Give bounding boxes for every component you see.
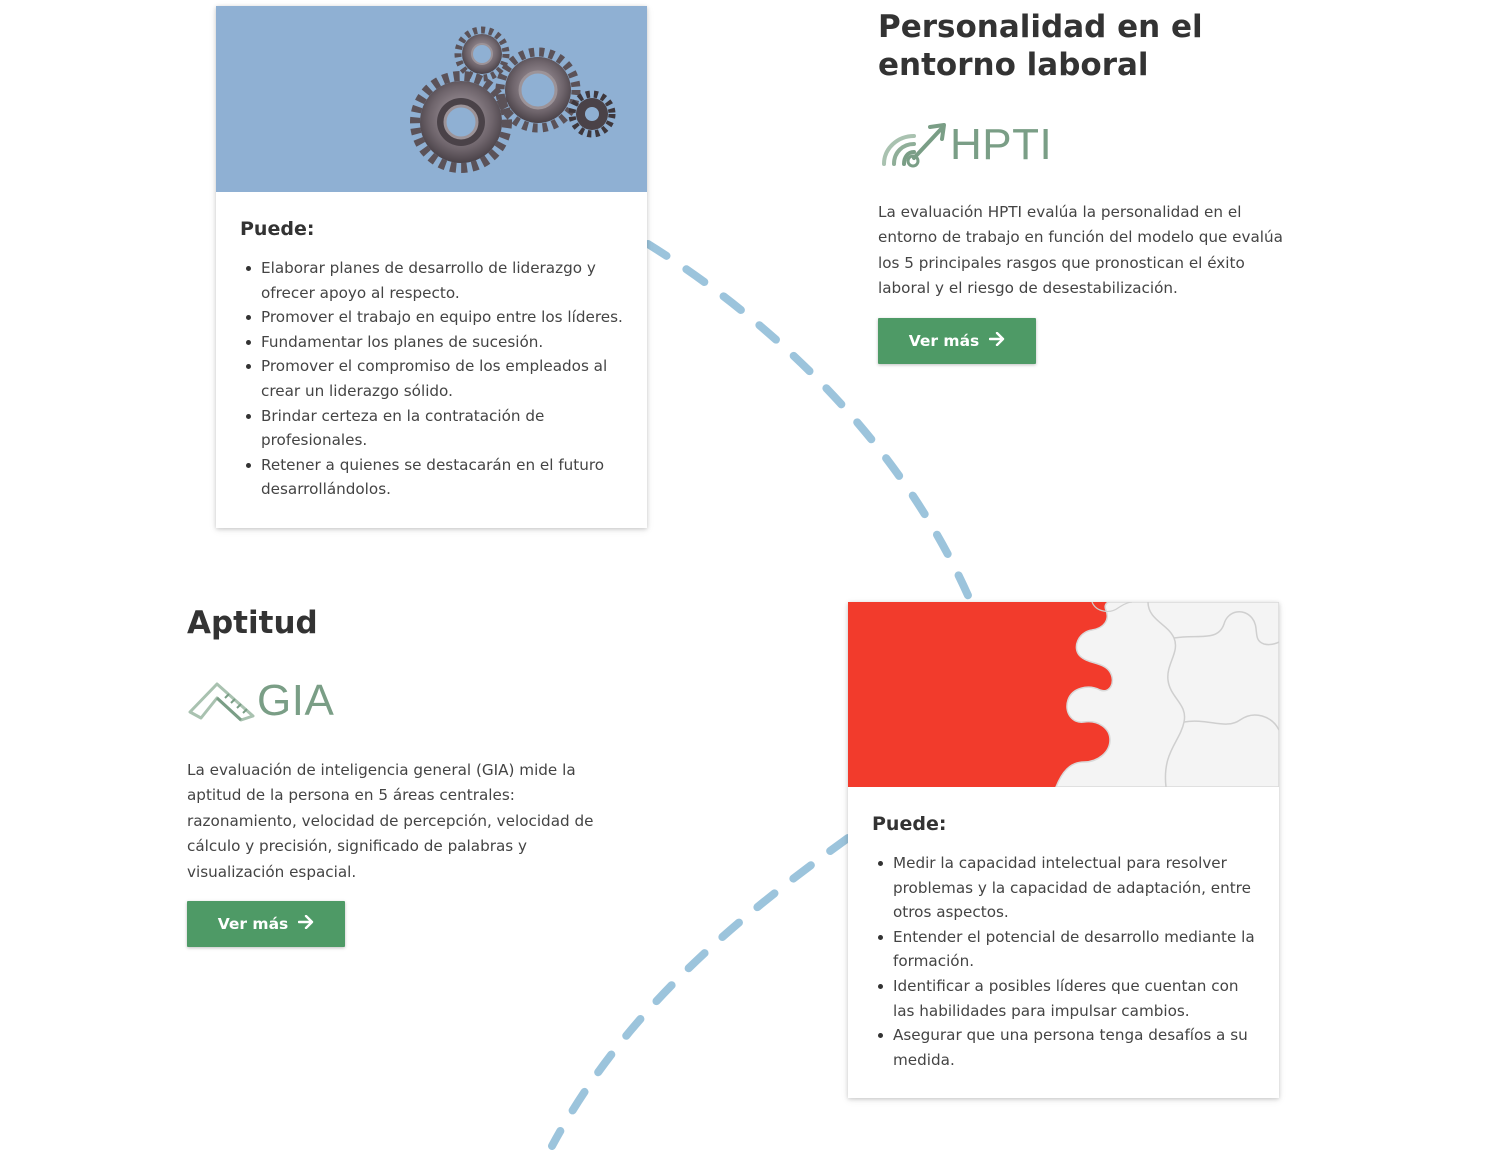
- card-body: Puede: Medir la capacidad intelectual pa…: [848, 787, 1279, 1094]
- benefits-list: Elaborar planes de desarrollo de lideraz…: [240, 256, 623, 502]
- aptitude-benefits-card: Puede: Medir la capacidad intelectual pa…: [848, 602, 1279, 1098]
- list-item: Entender el potencial de desarrollo medi…: [878, 925, 1255, 974]
- section-title: Personalidad en el entorno laboral: [878, 9, 1203, 83]
- hpti-section: Personalidad en el entorno laboral HPTI …: [878, 8, 1298, 364]
- list-item: Retener a quienes se destacarán en el fu…: [246, 453, 623, 502]
- arrow-right-icon: [298, 914, 314, 933]
- list-item: Promover el compromiso de los empleados …: [246, 354, 623, 403]
- gears-image: [216, 6, 647, 192]
- list-item: Promover el trabajo en equipo entre los …: [246, 305, 623, 330]
- gia-ruler-icon: [188, 682, 255, 722]
- list-item: Brindar certeza en la contratación de pr…: [246, 404, 623, 453]
- hpti-logo: HPTI: [878, 120, 1298, 170]
- puzzle-image: [848, 602, 1279, 787]
- card-body: Puede: Elaborar planes de desarrollo de …: [216, 192, 647, 524]
- section-description: La evaluación HPTI evalúa la personalida…: [878, 203, 1283, 298]
- button-label: Ver más: [908, 331, 980, 350]
- gears-illustration: [410, 26, 616, 173]
- hpti-wave-arrow-icon: [882, 123, 946, 168]
- section-title: Aptitud: [187, 605, 318, 641]
- arrow-right-icon: [989, 331, 1005, 350]
- gia-ver-mas-button[interactable]: Ver más: [187, 901, 345, 948]
- list-item: Medir la capacidad intelectual para reso…: [878, 851, 1255, 925]
- gia-logo-text: GIA: [257, 676, 335, 725]
- list-item: Elaborar planes de desarrollo de lideraz…: [246, 256, 623, 305]
- section-description: La evaluación de inteligencia general (G…: [187, 761, 594, 881]
- leadership-benefits-card: Puede: Elaborar planes de desarrollo de …: [216, 6, 647, 528]
- gia-logo: GIA: [187, 676, 627, 726]
- hpti-logo-text: HPTI: [950, 120, 1053, 169]
- hpti-ver-mas-button[interactable]: Ver más: [878, 317, 1036, 364]
- button-label: Ver más: [217, 915, 289, 934]
- gia-section: Aptitud GIA La evaluación de inteligenci…: [187, 604, 627, 948]
- list-item: Identificar a posibles líderes que cuent…: [878, 974, 1255, 1023]
- card-heading: Puede:: [240, 218, 315, 240]
- list-item: Asegurar que una persona tenga desafíos …: [878, 1023, 1255, 1072]
- puzzle-illustration: [848, 602, 1279, 787]
- benefits-list: Medir la capacidad intelectual para reso…: [872, 851, 1255, 1072]
- list-item: Fundamentar los planes de sucesión.: [246, 330, 623, 355]
- card-heading: Puede:: [872, 813, 947, 835]
